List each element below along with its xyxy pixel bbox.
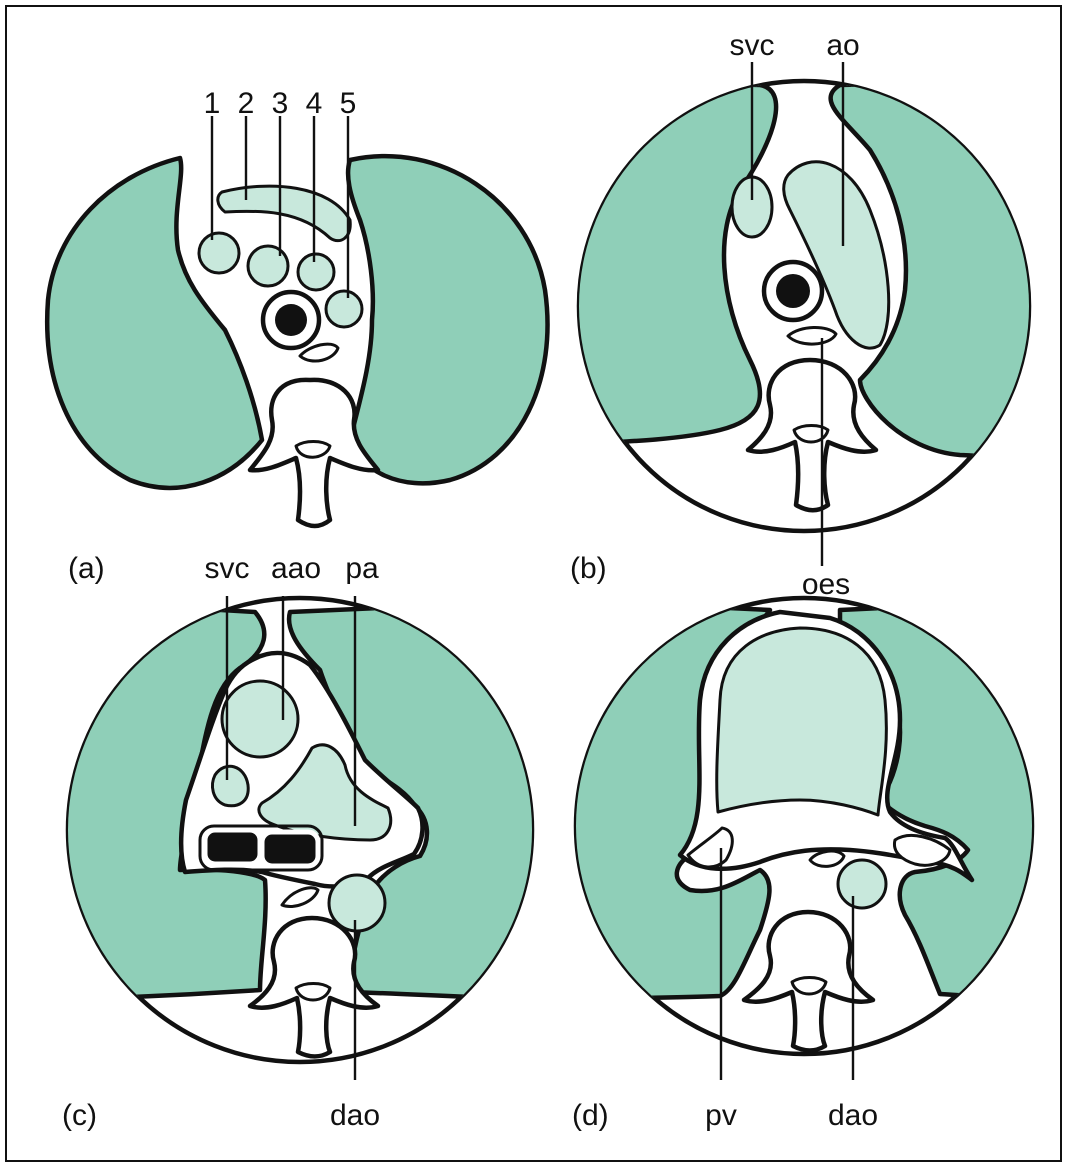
vessel-3 bbox=[246, 244, 290, 288]
label-dao: dao bbox=[330, 1099, 380, 1132]
heart bbox=[715, 626, 888, 817]
aorta bbox=[782, 160, 891, 350]
label-2: 2 bbox=[238, 87, 255, 120]
trachea-lumen bbox=[275, 304, 307, 336]
panel-c: svc aao pa dao (c) bbox=[62, 552, 535, 1132]
panel-letter-b: (b) bbox=[570, 552, 607, 585]
label-dao: dao bbox=[828, 1099, 878, 1132]
left-lung bbox=[45, 155, 265, 490]
label-pa: pa bbox=[345, 552, 379, 585]
panel-letter-a: (a) bbox=[68, 552, 105, 585]
label-5: 5 bbox=[340, 87, 357, 120]
panel-letter-c: (c) bbox=[62, 1099, 97, 1132]
vessel-5 bbox=[324, 289, 364, 329]
vessel-4 bbox=[296, 252, 336, 292]
label-svc: svc bbox=[730, 29, 775, 62]
panel-d: pv dao (d) bbox=[572, 595, 1035, 1132]
right-lung bbox=[345, 153, 550, 486]
oesophagus bbox=[280, 886, 320, 908]
right-pulmonary-vein bbox=[892, 834, 952, 867]
dao bbox=[836, 858, 888, 910]
label-1: 1 bbox=[204, 87, 221, 120]
aao bbox=[220, 679, 300, 759]
oesophagus bbox=[298, 342, 340, 363]
label-4: 4 bbox=[306, 87, 323, 120]
panel-b: svc ao oes (b) bbox=[570, 29, 1032, 601]
label-pv: pv bbox=[705, 1099, 737, 1132]
panel-a: 1 2 3 4 5 (a) bbox=[45, 87, 550, 585]
spinal-canal bbox=[790, 976, 828, 996]
label-3: 3 bbox=[272, 87, 289, 120]
main-bronchus-left bbox=[202, 827, 263, 867]
figure-frame bbox=[5, 5, 1062, 1162]
vessel-2 bbox=[216, 184, 352, 243]
spinal-canal bbox=[792, 424, 830, 444]
label-ao: ao bbox=[826, 29, 859, 62]
spinal-canal bbox=[294, 440, 332, 459]
vessel-1 bbox=[197, 231, 241, 275]
trachea-lumen bbox=[776, 274, 810, 308]
label-aao: aao bbox=[271, 552, 321, 585]
panel-letter-d: (d) bbox=[572, 1099, 609, 1132]
spinal-canal bbox=[294, 982, 332, 1002]
label-svc: svc bbox=[205, 552, 250, 585]
label-oes: oes bbox=[802, 568, 850, 601]
svc bbox=[211, 764, 250, 808]
oesophagus bbox=[786, 326, 838, 346]
dao bbox=[327, 873, 387, 933]
main-bronchus-right bbox=[259, 829, 321, 869]
bronchus-outline bbox=[198, 824, 324, 872]
oesophagus bbox=[808, 849, 846, 868]
